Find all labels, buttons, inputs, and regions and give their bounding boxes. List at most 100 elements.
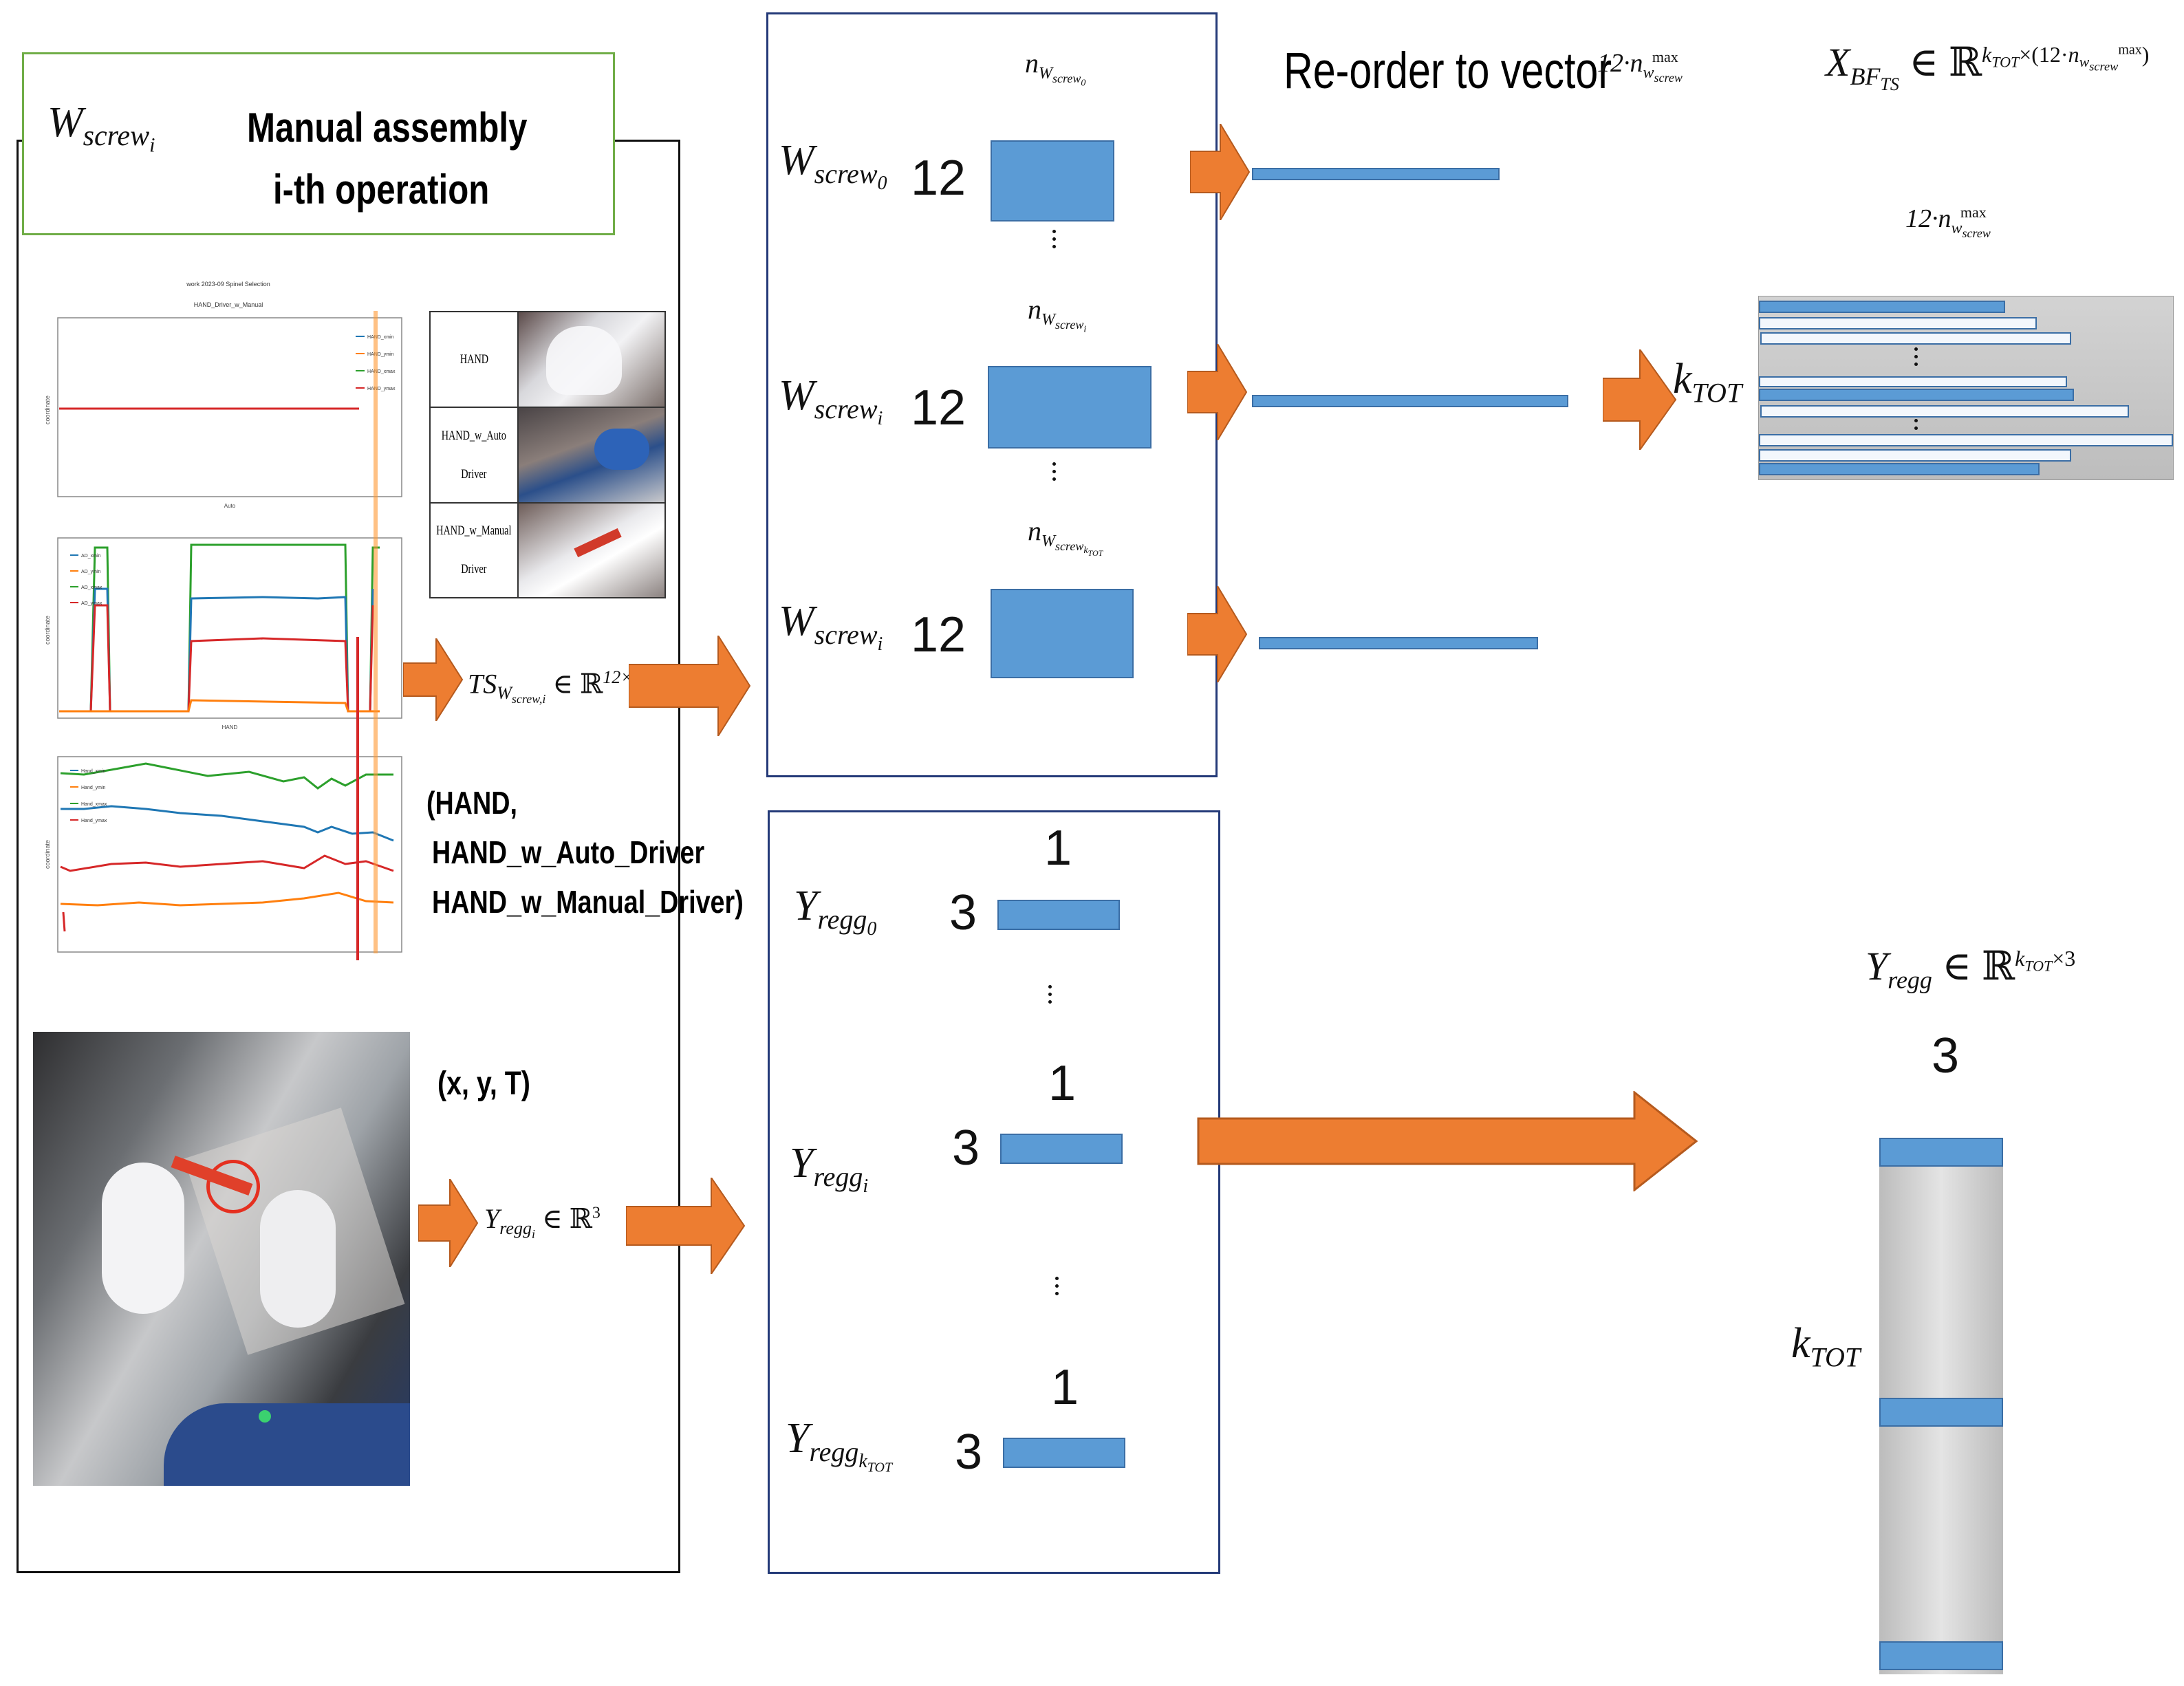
class-row-label: HAND [459,352,488,367]
reorder-text: Re-order to vector [1284,42,1612,99]
k-tot-label-bottom: kTOT [1791,1320,1861,1373]
class-row-hand: HAND [431,312,519,408]
hand-photo [519,312,664,408]
target-matrix [1879,1138,2003,1674]
n-w-screw-ktot-label: nWscrewkTOT [1028,515,1103,559]
vertical-ellipsis [1048,985,1054,1008]
subplot2-legend-item: AD_ymax [81,601,102,606]
subplot3-legend-item: Hand_ymin [81,786,106,790]
class-list-line2: HAND_w_Auto_Driver [432,834,705,870]
yregg-0-col-count: 1 [1044,821,1072,876]
arrow-rowktot-reorder [1187,586,1248,682]
subplot3-series-blue [61,805,394,842]
yregg-ktot-col-count: 1 [1051,1360,1079,1415]
subplot2-x-axis-label: HAND [222,724,238,731]
reorder-heading: Re-order to vector [1284,41,1612,100]
class-reference-table: HAND HAND_w_Auto Driver HAND_w_Manual Dr… [429,311,666,598]
yregg-ktot-row-count: 3 [955,1425,983,1480]
feature-matrix [1758,296,2174,480]
hand-auto-driver-photo [519,408,664,504]
feature-matrix-row [1759,376,2067,387]
target-matrix-row [1879,1398,2003,1427]
w-screw-ktot-matrix [991,589,1134,678]
class-row-label: HAND_w_Manual Driver [436,523,512,576]
vertical-ellipsis [1914,347,1920,370]
operation-header-box: Wscrewi Manual assembly i-th operation [22,52,615,235]
yregg-matrix-col-count: 3 [1932,1028,1960,1083]
flattened-vector-ktot [1259,637,1538,649]
subplot1-legend-item: HAND_xmin [367,335,394,340]
feature-matrix-row [1759,301,2005,313]
chart-panel-subtitle: HAND_Driver_w_Manual [194,301,263,308]
subplot1-legend-item: HAND_ymax [367,387,396,391]
feature-matrix-row [1760,405,2129,418]
arrow-to-target-matrix [1197,1091,1698,1191]
feature-matrix-row [1759,389,2074,401]
photo-annotation-label: (x, y, T) [437,1066,530,1102]
yregg-ktot-label: YreggkTOT [786,1415,893,1476]
arrow-rowi-reorder [1187,344,1248,440]
class-list: (HAND, HAND_w_Auto_Driver HAND_w_Manual_… [426,784,812,920]
yregg-0-vector [997,900,1120,930]
subplot3-legend-item: Hand_xmin [81,769,106,774]
class-row-auto-driver: HAND_w_Auto Driver [431,408,519,504]
yregg-0-label: Yregg0 [794,883,877,940]
subplot2-y-axis-label: coordinate [44,616,51,645]
sensor-time-series-chart: work 2023-09 Spinel Selection HAND_Drive… [44,281,402,960]
n-w-screw-i-label: nWscrewi [1028,294,1087,335]
x-bf-ts-label: XBFTS ∈ ℝkTOT×(12·nwscrewmax) [1826,40,2150,94]
operation-title-line2: i-th operation [273,166,490,213]
w-screw-i-channel-count: 12 [911,380,966,435]
feature-matrix-row [1759,434,2173,446]
subplot2-legend-item: AD_ymin [81,570,101,574]
subplot3-legend: Hand_xmin Hand_ymin Hand_xmax Hand_ymax [70,769,107,823]
subplot1-legend-item: HAND_ymin [367,352,394,357]
w-screw-i-matrix [988,366,1152,448]
subplot3-series-green [60,762,393,790]
k-tot-label-top: kTOT [1673,356,1742,409]
yregg-i-vector [1000,1134,1123,1164]
subplot1-legend: HAND_xmin HAND_ymin HAND_xmax HAND_ymax [356,335,396,391]
yregg-i-label: Yreggi ∈ ℝ3 [484,1203,601,1242]
x-bf-ts-width-label: 12·nwscrewmax [1905,204,1991,240]
yregg-i-col-count: 1 [1048,1056,1077,1111]
w-screw-i-row-label: Wscrewi [779,372,883,430]
subplot-manual-driver: coordinate Hand_xmin Hand_ymin Hand_xmax… [44,756,402,953]
assembly-workstation-photo [33,1032,410,1486]
yregg-ktot-vector [1003,1438,1125,1468]
vertical-ellipsis [1052,462,1058,485]
subplot-hand: coordinate HAND_xmin HAND_ymin HAND_xmax… [44,317,402,509]
feature-matrix-row [1760,332,2071,345]
arrow-ts-to-feature-box [629,636,751,736]
yregg-i-row-label: Yreggi [790,1140,869,1198]
flattened-vector-0 [1252,168,1500,180]
arrow-row0-reorder [1190,124,1251,220]
subplot3-series-orange [60,891,394,907]
vertical-ellipsis [1055,1277,1061,1299]
yregg-0-row-count: 3 [949,885,977,940]
hand-manual-driver-photo [519,504,664,597]
arrow-to-feature-matrix [1603,349,1677,450]
subplot1-legend-item: HAND_xmax [367,369,396,374]
subplot3-y-axis-label: coordinate [44,840,51,869]
class-row-label: HAND_w_Auto Driver [441,428,507,482]
yregg-matrix-label: Yregg ∈ ℝkTOT×3 [1866,944,2076,994]
class-row-manual-driver: HAND_w_Manual Driver [431,504,519,597]
w-screw-i-label: Wscrewi [47,99,155,157]
operation-title-line1: Manual assembly [247,105,528,151]
target-screw-marker [206,1160,260,1213]
reorder-dimension: 12·nwscrewmax [1597,48,1683,85]
regression-target-box [768,810,1220,1574]
feature-matrix-row [1759,463,2040,475]
chart-panel-title: work 2023-09 Spinel Selection [186,281,270,288]
vertical-ellipsis [1052,230,1058,252]
w-screw-0-channel-count: 12 [911,151,966,206]
subplot3-legend-item: Hand_ymax [81,819,107,823]
subplot1-y-axis-label: coordinate [44,396,51,424]
arrow-yregg-to-target-box [626,1178,746,1274]
class-list-line1: (HAND, [426,785,518,821]
class-list-line3: HAND_w_Manual_Driver) [432,884,744,920]
subplot3-spike [62,911,66,932]
arrow-chart-to-ts [403,638,464,721]
subplot-auto-driver: coordinate AD_xmin AD_ymin AD_xmax AD_ym… [44,537,402,731]
